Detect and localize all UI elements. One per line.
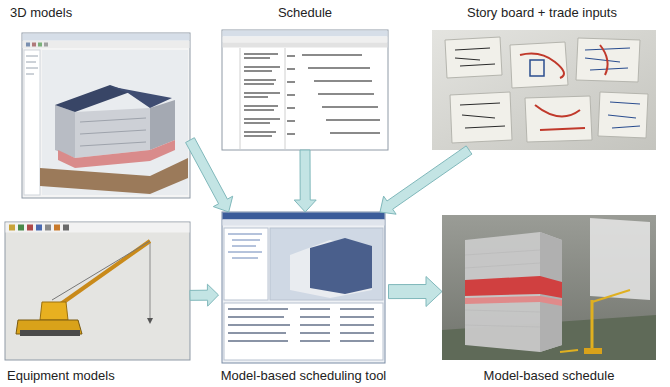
panel-label: Equipment models [7,368,115,384]
panel-label: Model-based schedule [484,368,615,384]
equipment-model-screenshot [5,222,190,360]
panel-node: Model-based scheduling tool [219,212,389,385]
panel-label: Schedule [278,5,332,21]
3d-model-screenshot [22,33,190,198]
storyboard-photo [432,30,656,150]
panel-label: Story board + trade inputs [467,5,617,21]
schedule-screenshot [222,30,388,150]
panel-node: Equipment models [5,222,190,385]
panel-label: 3D models [10,5,72,21]
scheduling-tool-screenshot [222,212,385,363]
flow-arrow [380,146,472,214]
panel-node: Schedule [222,5,388,150]
panel-label: Model-based scheduling tool [221,368,387,384]
flow-arrow [186,138,233,212]
model-schedule-render [442,215,656,360]
panel-node: Story board + trade inputs [428,5,656,150]
flow-arrow [190,284,219,306]
panel-node: 3D models [8,5,190,198]
panel-node: Model-based schedule [442,215,656,385]
flow-arrow [294,150,316,212]
flow-arrow [389,277,443,307]
